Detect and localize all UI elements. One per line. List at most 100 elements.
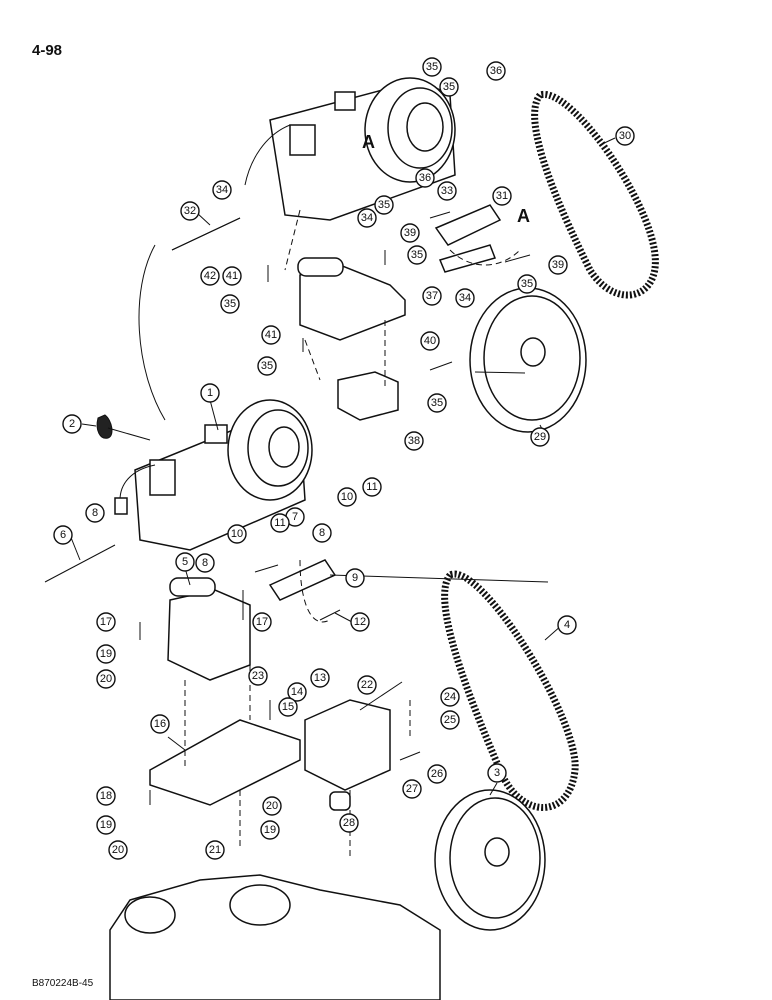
callout-10a: 10 xyxy=(337,487,357,507)
callout-34c: 34 xyxy=(455,288,475,308)
callout-34a: 34 xyxy=(212,180,232,200)
pulley-29 xyxy=(469,287,587,433)
plate-16 xyxy=(149,719,301,806)
bracket-22 xyxy=(304,699,391,791)
svg-text:28: 28 xyxy=(343,817,355,829)
svg-text:29: 29 xyxy=(534,431,546,443)
callout-35a: 35 xyxy=(422,57,442,77)
svg-text:41: 41 xyxy=(265,329,277,341)
callout-31: 31 xyxy=(492,186,512,206)
callout-15: 15 xyxy=(278,697,298,717)
engine xyxy=(109,874,441,1000)
svg-text:19: 19 xyxy=(264,824,276,836)
callout-23: 23 xyxy=(248,666,268,686)
callout-19a: 19 xyxy=(96,644,116,664)
callout-19c: 19 xyxy=(260,820,280,840)
callout-12: 12 xyxy=(350,612,370,632)
callout-9: 9 xyxy=(345,568,365,588)
callout-34b: 34 xyxy=(357,208,377,228)
bolt-32 xyxy=(171,217,241,251)
callout-4: 4 xyxy=(557,615,577,635)
svg-text:31: 31 xyxy=(496,190,508,202)
callout-5: 5 xyxy=(175,552,195,572)
svg-text:4: 4 xyxy=(564,619,570,631)
svg-text:21: 21 xyxy=(209,844,221,856)
svg-text:8: 8 xyxy=(319,527,325,539)
belt-30 xyxy=(531,91,659,299)
callout-22: 22 xyxy=(357,675,377,695)
svg-text:17: 17 xyxy=(100,616,112,628)
svg-text:19: 19 xyxy=(100,648,112,660)
svg-text:35: 35 xyxy=(378,199,390,211)
svg-text:39: 39 xyxy=(552,259,564,271)
svg-text:11: 11 xyxy=(366,481,377,493)
svg-text:26: 26 xyxy=(431,768,443,780)
callout-39a: 39 xyxy=(400,223,420,243)
svg-text:36: 36 xyxy=(490,65,502,77)
svg-text:41: 41 xyxy=(226,270,238,282)
callout-25: 25 xyxy=(440,710,460,730)
callout-21: 21 xyxy=(205,840,225,860)
callout-32: 32 xyxy=(180,201,200,221)
callout-8a: 8 xyxy=(85,503,105,523)
link-31 xyxy=(434,204,502,246)
svg-text:18: 18 xyxy=(100,790,112,802)
svg-text:7: 7 xyxy=(292,511,298,523)
svg-text:37: 37 xyxy=(426,290,438,302)
callout-20c: 20 xyxy=(262,796,282,816)
svg-text:23: 23 xyxy=(252,670,264,682)
svg-text:10: 10 xyxy=(231,528,243,540)
callout-16: 16 xyxy=(150,714,170,734)
callout-40: 40 xyxy=(420,331,440,351)
svg-text:1: 1 xyxy=(207,387,213,399)
svg-text:35: 35 xyxy=(431,397,443,409)
callout-27: 27 xyxy=(402,779,422,799)
svg-text:35: 35 xyxy=(224,298,236,310)
figure-id: B870224B-45 xyxy=(32,978,94,989)
belt-4 xyxy=(441,570,579,811)
callout-3: 3 xyxy=(487,763,507,783)
bolt-6 xyxy=(44,544,116,583)
svg-text:14: 14 xyxy=(291,686,303,698)
svg-text:35: 35 xyxy=(426,61,438,73)
svg-text:8: 8 xyxy=(92,507,98,519)
svg-text:8: 8 xyxy=(202,557,208,569)
callout-13: 13 xyxy=(310,668,330,688)
callout-42: 42 xyxy=(200,266,220,286)
svg-text:27: 27 xyxy=(406,783,418,795)
svg-text:24: 24 xyxy=(444,691,456,703)
callout-14: 14 xyxy=(287,682,307,702)
callout-19b: 19 xyxy=(96,815,116,835)
svg-text:19: 19 xyxy=(100,819,112,831)
svg-text:33: 33 xyxy=(441,185,453,197)
callout-24: 24 xyxy=(440,687,460,707)
svg-text:16: 16 xyxy=(154,718,166,730)
svg-text:36: 36 xyxy=(419,172,431,184)
svg-text:32: 32 xyxy=(184,205,196,217)
svg-text:15: 15 xyxy=(282,701,294,713)
svg-text:20: 20 xyxy=(100,673,112,685)
svg-text:22: 22 xyxy=(361,679,373,691)
bracket-37 xyxy=(299,264,406,341)
svg-text:6: 6 xyxy=(60,529,66,541)
callout-37: 37 xyxy=(422,286,442,306)
callout-10b: 10 xyxy=(227,524,247,544)
arrow-curve xyxy=(138,244,166,421)
svg-text:5: 5 xyxy=(182,556,188,568)
view-marker-a-right: A xyxy=(517,206,530,226)
callout-35d: 35 xyxy=(220,294,240,314)
svg-text:40: 40 xyxy=(424,335,436,347)
svg-text:13: 13 xyxy=(314,672,326,684)
pulley-3 xyxy=(434,789,546,931)
svg-text:2: 2 xyxy=(69,418,75,430)
callout-17b: 17 xyxy=(252,612,272,632)
block-38 xyxy=(337,371,399,421)
callout-39b: 39 xyxy=(548,255,568,275)
callout-36a: 36 xyxy=(486,61,506,81)
svg-text:11: 11 xyxy=(274,517,285,529)
svg-text:3: 3 xyxy=(494,767,500,779)
spacer-28 xyxy=(329,791,351,811)
clip-2 xyxy=(96,414,113,439)
callout-35f: 35 xyxy=(427,393,447,413)
